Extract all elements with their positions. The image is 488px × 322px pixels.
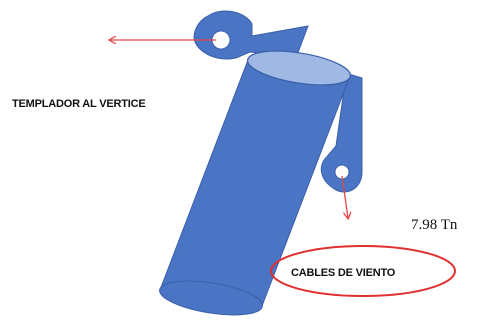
templador-label: TEMPLADOR AL VERTICE [12,98,146,110]
cylinder-bottom [159,280,263,316]
cables-label: CABLES DE VIENTO [291,267,396,279]
cylinder-top-face [246,50,352,86]
force-value-label: 7.98 Tn [411,217,458,233]
cables-highlight-ellipse [270,245,456,297]
cable-arrow [341,175,348,218]
side-lug-plate [320,71,363,193]
